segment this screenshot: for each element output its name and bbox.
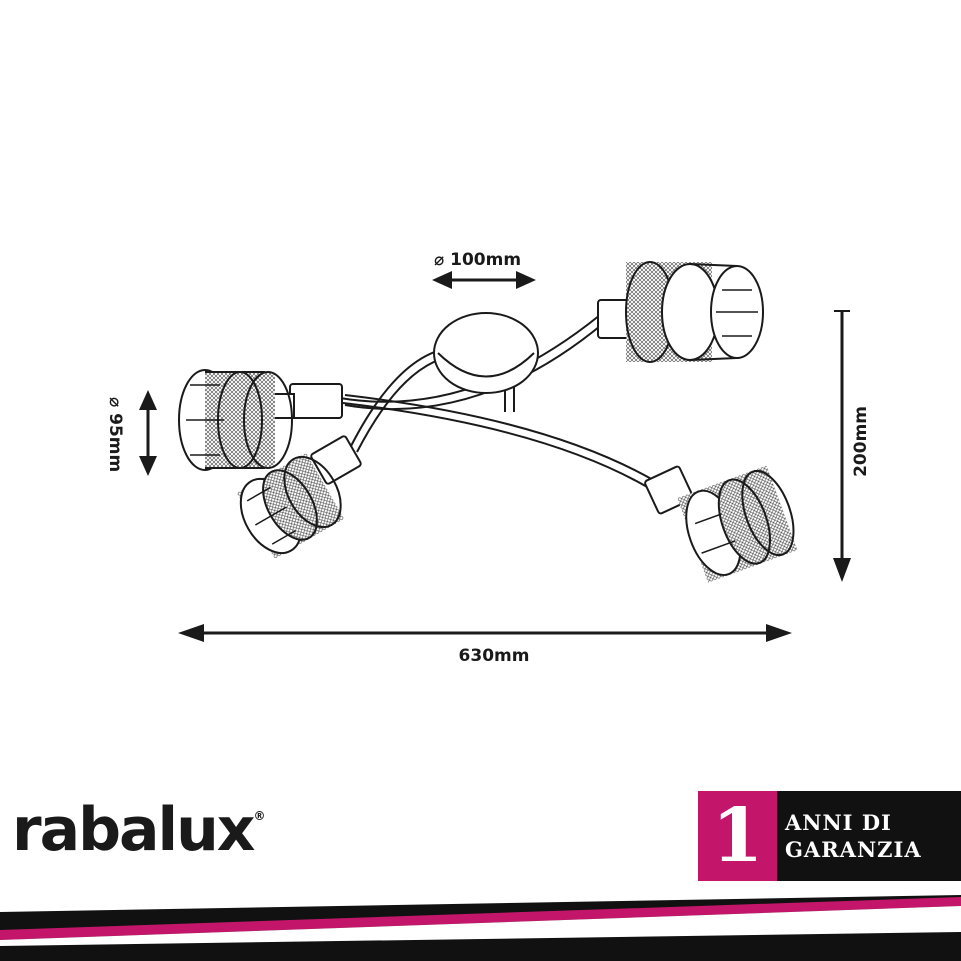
ceiling-canopy: [433, 312, 539, 394]
warranty-badge: 1 ANNI DI GARANZIA: [698, 791, 961, 881]
arm-upper-right-inner: [344, 321, 606, 411]
dimension-height: 200mm: [851, 406, 871, 477]
brand-name: rabalux: [12, 795, 255, 865]
arm-lower-right: [344, 394, 671, 491]
dimension-top-diameter: ⌀ 100mm: [434, 250, 521, 270]
warranty-line-1: ANNI DI: [785, 809, 892, 835]
lamp-shade-left: [178, 369, 343, 471]
warranty-text-box: ANNI DI GARANZIA: [777, 791, 961, 881]
footer-swoosh: [0, 895, 961, 961]
dimension-shade-diameter: ⌀ 95mm: [105, 397, 125, 472]
dimension-width: 630mm: [459, 646, 530, 666]
dimension-arrows: [139, 271, 851, 642]
lamp-shade-upper-right: [597, 261, 764, 363]
lamp-shade-lower-right: [644, 465, 798, 583]
brand-logo: rabalux®: [12, 800, 266, 860]
lamp-arms: [339, 314, 671, 497]
registered-mark: ®: [253, 809, 266, 823]
warranty-years: 1: [711, 793, 764, 879]
warranty-years-box: 1: [698, 791, 777, 881]
lamp-shade-lower-left: [236, 435, 362, 559]
warranty-line-2: GARANZIA: [785, 837, 922, 862]
arm-lower-right-inner: [342, 402, 663, 497]
